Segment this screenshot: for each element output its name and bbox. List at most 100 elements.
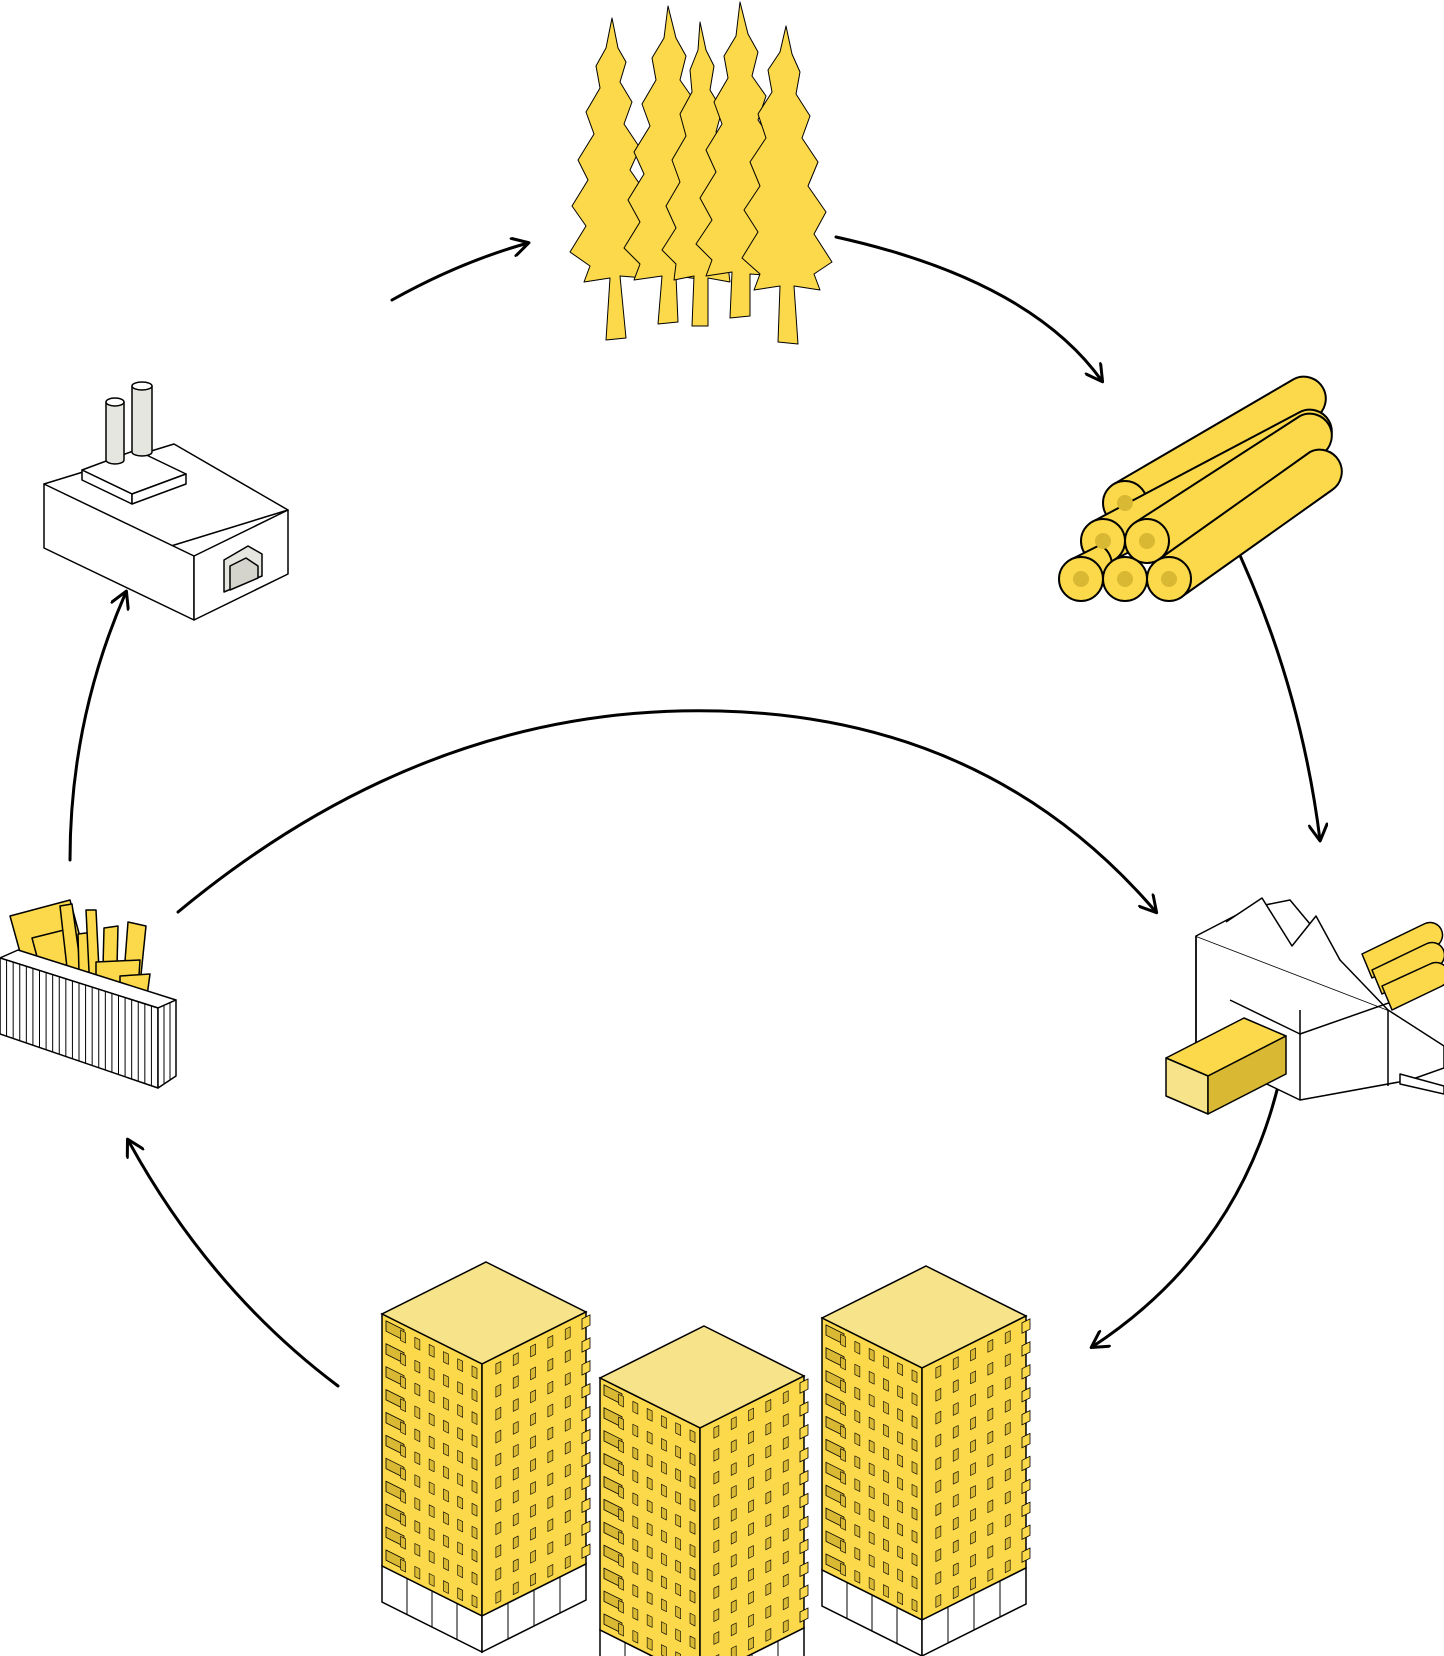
balcony — [581, 1360, 591, 1376]
window — [471, 1479, 478, 1494]
forest-icon — [569, 1, 833, 345]
balcony — [1021, 1455, 1031, 1472]
window — [748, 1636, 754, 1651]
window — [471, 1525, 478, 1540]
window — [854, 1524, 861, 1538]
window — [618, 1393, 624, 1408]
window — [632, 1446, 639, 1461]
window — [1004, 1490, 1011, 1505]
window — [897, 1430, 904, 1445]
window — [689, 1635, 696, 1650]
arrow-logs-to-sawmill — [1228, 532, 1320, 840]
window — [782, 1527, 789, 1542]
window — [883, 1355, 889, 1369]
window — [765, 1398, 772, 1413]
balcony — [581, 1405, 591, 1422]
window — [765, 1628, 772, 1642]
window — [952, 1425, 959, 1439]
window — [911, 1438, 918, 1452]
window — [987, 1568, 994, 1582]
window — [512, 1558, 519, 1573]
window — [564, 1486, 571, 1501]
window — [495, 1475, 502, 1490]
window — [547, 1518, 554, 1533]
window — [897, 1476, 904, 1491]
window — [632, 1469, 639, 1484]
window — [730, 1530, 737, 1545]
window — [952, 1402, 959, 1416]
window — [840, 1539, 846, 1554]
window — [457, 1495, 464, 1510]
window — [987, 1338, 994, 1353]
window — [618, 1576, 624, 1591]
window — [748, 1499, 754, 1514]
window — [564, 1395, 571, 1409]
window — [457, 1518, 464, 1533]
window — [457, 1426, 464, 1441]
window — [952, 1356, 959, 1371]
window — [530, 1458, 536, 1472]
window — [547, 1495, 554, 1510]
window — [443, 1442, 449, 1457]
window — [400, 1444, 406, 1458]
balcony — [799, 1378, 809, 1394]
window — [400, 1329, 406, 1344]
window — [765, 1490, 772, 1505]
window — [911, 1552, 918, 1567]
window — [730, 1599, 737, 1614]
balcony — [1021, 1318, 1031, 1334]
window — [512, 1512, 519, 1527]
window — [512, 1466, 519, 1481]
window — [970, 1370, 976, 1385]
window — [471, 1571, 478, 1586]
window — [952, 1562, 959, 1577]
window — [782, 1481, 789, 1496]
window — [414, 1405, 421, 1420]
window — [952, 1470, 959, 1485]
window — [748, 1407, 754, 1422]
window — [935, 1387, 942, 1402]
window — [400, 1467, 406, 1481]
window — [840, 1379, 846, 1394]
window — [854, 1432, 861, 1447]
window — [782, 1390, 789, 1405]
balcony — [1021, 1409, 1031, 1426]
window — [713, 1585, 720, 1600]
window — [911, 1461, 918, 1475]
window — [935, 1548, 942, 1563]
window — [646, 1476, 653, 1491]
window — [471, 1411, 478, 1425]
window — [564, 1463, 571, 1478]
window — [1004, 1559, 1011, 1574]
window — [547, 1449, 554, 1464]
window — [970, 1462, 976, 1476]
window — [730, 1645, 737, 1656]
window — [782, 1504, 789, 1519]
window — [854, 1386, 861, 1401]
window — [547, 1334, 554, 1349]
window — [765, 1444, 772, 1459]
window — [897, 1362, 904, 1377]
window — [457, 1449, 464, 1464]
window — [911, 1506, 918, 1521]
window — [530, 1481, 536, 1495]
window — [868, 1416, 875, 1431]
window — [987, 1499, 994, 1514]
window — [1004, 1467, 1011, 1482]
window — [1004, 1513, 1011, 1528]
balcony — [1021, 1524, 1031, 1541]
window — [935, 1502, 942, 1517]
window — [646, 1545, 653, 1560]
window — [646, 1522, 653, 1537]
window — [689, 1543, 696, 1558]
window — [661, 1598, 667, 1613]
window — [987, 1384, 994, 1399]
window — [495, 1521, 502, 1536]
window — [782, 1436, 789, 1450]
window — [457, 1358, 464, 1373]
window — [547, 1357, 554, 1372]
window — [883, 1584, 889, 1598]
window — [547, 1403, 554, 1418]
balcony — [799, 1607, 809, 1623]
window — [512, 1489, 519, 1504]
